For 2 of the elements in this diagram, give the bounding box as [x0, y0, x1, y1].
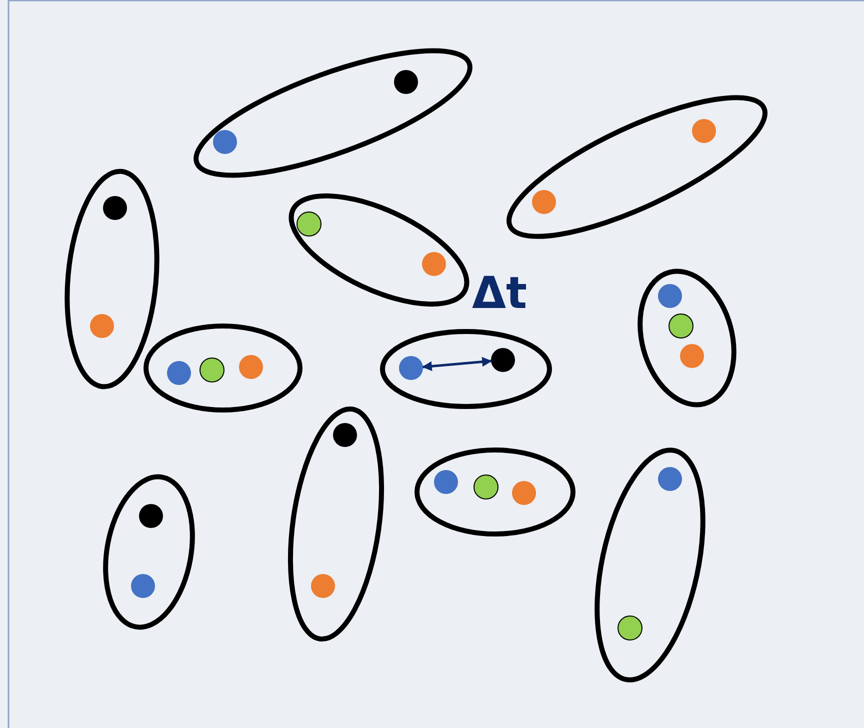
edge-label: Δt: [472, 272, 528, 316]
double-arrow: [422, 356, 492, 372]
